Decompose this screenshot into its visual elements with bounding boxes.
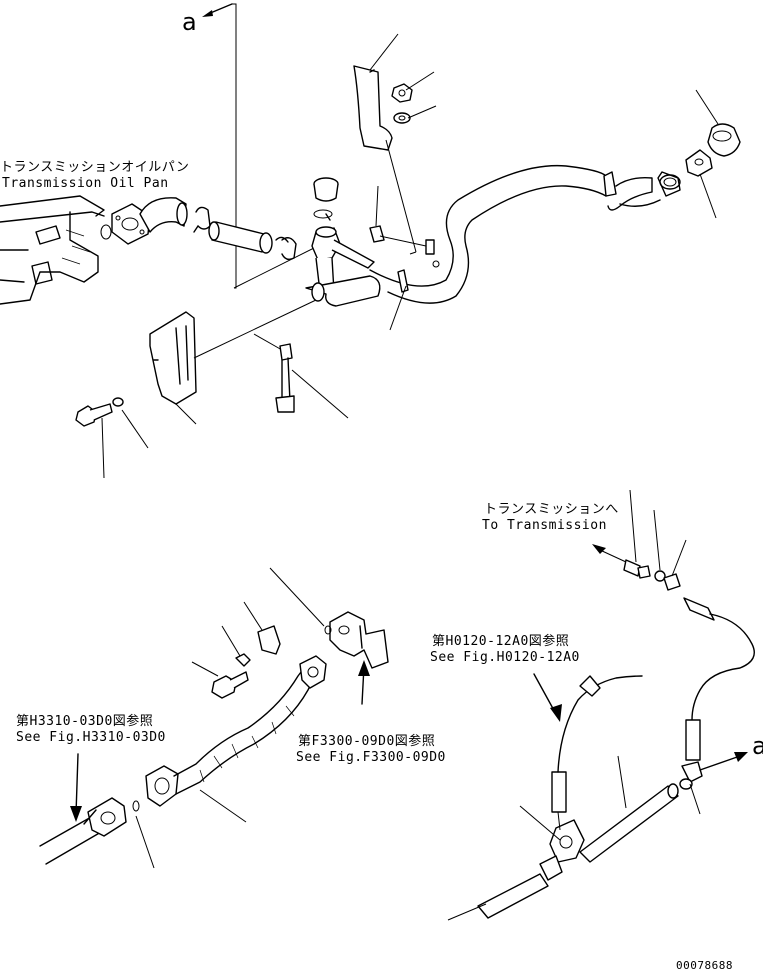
oil-pan-label-en: Transmission Oil Pan [2, 176, 169, 191]
drawing-number: 00078688 [676, 959, 733, 972]
flange-part-right [269, 567, 389, 705]
to-transmission-label-jp: トランスミッションへ [484, 502, 619, 517]
transmission-oil-pan [0, 195, 105, 305]
ref-a-label-right: a [752, 732, 763, 760]
fig-h3310-label-jp: 第H3310-03D0図参照 [16, 714, 154, 729]
to-transmission-label-en: To Transmission [482, 518, 607, 533]
breather-fitting [685, 89, 741, 219]
mounting-bracket-top [353, 33, 417, 255]
hose-and-clamps [193, 206, 297, 261]
nut-washer-top [391, 71, 437, 124]
fig-f3300-label-jp: 第F3300-09D0図参照 [298, 734, 436, 749]
arrow-h3310 [70, 753, 82, 822]
hose-clip [369, 185, 440, 331]
level-rod [253, 333, 349, 419]
mounting-bracket-left [149, 299, 317, 425]
fig-h0120-label-en: See Fig.H0120-12A0 [430, 650, 580, 665]
right-tube-loop [679, 597, 755, 815]
to-transmission-fitting [592, 489, 687, 591]
flexible-hose [145, 655, 327, 823]
tee-adaptor [305, 177, 381, 307]
oil-pan-label-jp: トランスミッションオイルパン [0, 160, 190, 175]
fig-h3310-label-en: See Fig.H3310-03D0 [16, 730, 166, 745]
pipe-assembly-left [39, 797, 155, 869]
fig-f3300-label-en: See Fig.F3300-09D0 [296, 750, 446, 765]
bolt-clamp-bottom [191, 601, 281, 699]
center-tube-and-tee [447, 755, 679, 921]
oil-pan-elbow [100, 197, 188, 245]
bolt-left [75, 397, 149, 479]
fig-h0120-label-jp: 第H0120-12A0図参照 [432, 634, 570, 649]
long-hose [369, 164, 681, 304]
ref-a-label-top: a [182, 8, 197, 36]
h0120-routing [533, 673, 643, 773]
